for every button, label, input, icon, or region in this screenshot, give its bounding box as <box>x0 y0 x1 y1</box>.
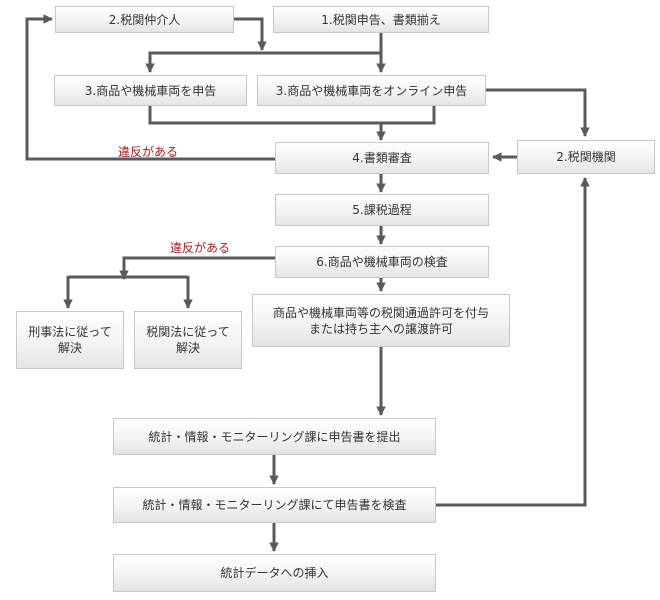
customs-broker-node: 2.税関仲介人 <box>55 6 234 33</box>
customs-law-label: 税関法に従って 解決 <box>146 325 230 355</box>
declare-online-label: 3.商品や機械車両をオンライン申告 <box>275 83 468 98</box>
tax-process-label: 5.課税過程 <box>352 203 412 217</box>
arrow-review-to-broker <box>25 14 275 161</box>
violation-label-inspection: 違反がある <box>170 241 231 255</box>
declaration-docs-node: 1.税関申告、書類揃え <box>273 6 489 33</box>
arrow-check-to-office <box>436 177 590 507</box>
clearance-permit-node: 商品や機械車両等の税関通過許可を付与 または持ち主への譲渡許可 <box>252 294 510 347</box>
insert-data-node: 統計データへの挿入 <box>113 554 436 592</box>
arrow-broker-to-declare <box>234 17 267 51</box>
violation-label-review: 違反がある <box>118 145 179 159</box>
document-review-label: 4.書類審査 <box>352 151 412 165</box>
check-statistics-label: 統計・情報・モニターリング課にて申告書を検査 <box>142 498 407 512</box>
insert-data-label: 統計データへの挿入 <box>220 566 329 580</box>
arrow-declare-merge <box>148 106 436 125</box>
criminal-law-node: 刑事法に従って 解決 <box>16 311 124 369</box>
submit-statistics-node: 統計・情報・モニターリング課に申告書を提出 <box>113 418 436 455</box>
declare-online-node: 3.商品や機械車両をオンライン申告 <box>257 75 486 106</box>
document-review-node: 4.書類審査 <box>275 142 489 174</box>
arrow-split-left <box>145 51 381 73</box>
customs-law-node: 税関法に従って 解決 <box>134 311 242 369</box>
inspection-node: 6.商品や機械車両の検査 <box>275 246 489 278</box>
customs-office-node: 2.税関機関 <box>517 140 655 174</box>
declare-goods-label: 3.商品や機械車両を申告 <box>84 83 217 98</box>
declare-goods-node: 3.商品や機械車両を申告 <box>54 75 247 106</box>
arrow-online-to-office <box>486 88 590 137</box>
declaration-docs-label: 1.税関申告、書類揃え <box>321 12 441 27</box>
customs-office-label: 2.税関機関 <box>556 150 616 164</box>
arrow-to-criminal-law <box>68 275 188 308</box>
inspection-label: 6.商品や機械車両の検査 <box>316 255 448 269</box>
clearance-permit-label: 商品や機械車両等の税関通過許可を付与 または持ち主への譲渡許可 <box>272 305 489 336</box>
check-statistics-node: 統計・情報・モニターリング課にて申告書を検査 <box>113 487 436 523</box>
criminal-law-label: 刑事法に従って 解決 <box>28 325 112 355</box>
tax-process-node: 5.課税過程 <box>275 194 489 226</box>
customs-broker-label: 2.税関仲介人 <box>108 12 181 27</box>
submit-statistics-label: 統計・情報・モニターリング課に申告書を提出 <box>148 429 401 444</box>
arrow-inspection-violation <box>119 256 275 280</box>
